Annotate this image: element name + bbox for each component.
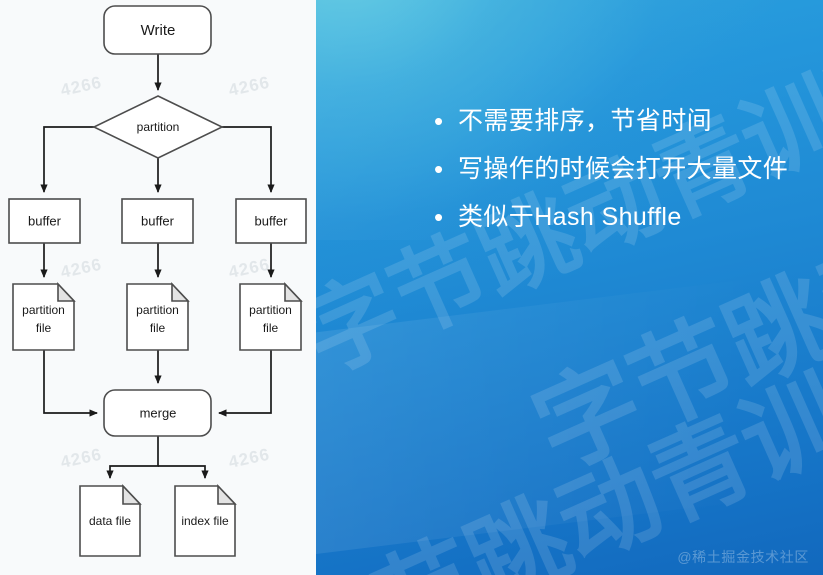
text-panel: 字节跳动青训营 字节跳动青训营 字节跳动青训营 • 不需要排序，节省时间 • 写… — [316, 0, 823, 575]
node-data-file-fold — [122, 483, 142, 505]
source-watermark: @稀土掘金技术社区 — [677, 549, 809, 565]
node-buffer-2-label: buffer — [141, 213, 175, 228]
node-partition-file-1[interactable]: partition file — [12, 281, 76, 351]
node-buffer-3-box — [235, 198, 307, 244]
node-index-file-label: index file — [181, 514, 229, 528]
node-buffer-3[interactable]: buffer — [235, 198, 307, 244]
node-merge[interactable]: merge — [103, 389, 212, 437]
node-partition-file-3-label-line2: file — [263, 321, 279, 335]
node-partition-file-1-label-line2: file — [36, 321, 52, 335]
node-buffer-1-box — [8, 198, 81, 244]
diagram-connectors — [40, 54, 275, 479]
shuffle-flow-diagram: 4266 4266 4266 4266 4266 4266 — [8, 5, 307, 557]
node-write-label: Write — [141, 22, 176, 39]
edge-file3-to-merge — [218, 350, 272, 417]
node-buffer-1-label: buffer — [28, 213, 62, 228]
node-partition-diamond — [92, 95, 224, 159]
node-write[interactable]: Write — [103, 5, 212, 55]
edge-merge-to-data-file — [106, 436, 159, 479]
bullet-dot-icon: • — [434, 154, 444, 184]
node-partition-label: partition — [137, 120, 180, 134]
bullet-dot-icon: • — [434, 202, 444, 232]
node-partition-file-2[interactable]: partition file — [126, 281, 190, 351]
node-write-box — [103, 5, 212, 55]
node-data-file[interactable]: data file — [79, 483, 142, 557]
bullet-item: • 类似于Hash Shuffle — [434, 200, 814, 234]
diagram-watermark: 4266 — [59, 255, 104, 282]
edge-file1-to-merge — [43, 350, 98, 417]
panel-highlight-bottom — [316, 263, 823, 557]
diagram-panel: 4266 4266 4266 4266 4266 4266 — [0, 0, 316, 575]
node-partition-file-2-fold — [171, 281, 190, 302]
bullet-list: • 不需要排序，节省时间 • 写操作的时候会打开大量文件 • 类似于Hash S… — [434, 104, 814, 248]
diagram-watermark: 4266 — [227, 255, 272, 282]
node-partition-file-2-label-line2: file — [150, 321, 166, 335]
edge-partition-to-buffer3 — [222, 126, 275, 193]
bullet-text: 写操作的时候会打开大量文件 — [458, 155, 789, 183]
edge-partition-to-buffer1 — [40, 126, 94, 193]
bullet-text: 不需要排序，节省时间 — [458, 107, 713, 135]
panel-watermark: 字节跳动青训营 — [316, 317, 823, 575]
node-merge-box — [103, 389, 212, 437]
node-data-file-label: data file — [89, 514, 131, 528]
node-partition[interactable]: partition — [92, 95, 224, 159]
bullet-item: • 写操作的时候会打开大量文件 — [434, 152, 814, 186]
node-partition-file-2-label-line1: partition — [136, 303, 179, 317]
node-buffer-3-label: buffer — [254, 213, 288, 228]
diagram-watermark: 4266 — [59, 445, 104, 472]
node-merge-label: merge — [140, 405, 177, 420]
node-buffer-1[interactable]: buffer — [8, 198, 81, 244]
node-partition-file-3[interactable]: partition file — [239, 281, 303, 351]
node-partition-file-1-fold — [57, 281, 76, 302]
diagram-watermark-group: 4266 4266 4266 4266 4266 4266 — [59, 73, 272, 472]
node-index-file-fold — [217, 483, 237, 505]
edge-merge-to-index-file — [158, 465, 209, 479]
node-partition-file-1-label-line1: partition — [22, 303, 65, 317]
node-buffer-2[interactable]: buffer — [121, 198, 194, 244]
node-buffer-2-box — [121, 198, 194, 244]
diagram-watermark: 4266 — [227, 445, 272, 472]
node-index-file[interactable]: index file — [174, 483, 237, 557]
bullet-item: • 不需要排序，节省时间 — [434, 104, 814, 138]
diagram-watermark: 4266 — [59, 73, 104, 100]
bullet-text: 类似于Hash Shuffle — [458, 203, 682, 231]
node-partition-file-3-fold — [284, 281, 303, 302]
diagram-watermark: 4266 — [227, 73, 272, 100]
node-partition-file-3-label-line1: partition — [249, 303, 292, 317]
bullet-dot-icon: • — [434, 106, 444, 136]
